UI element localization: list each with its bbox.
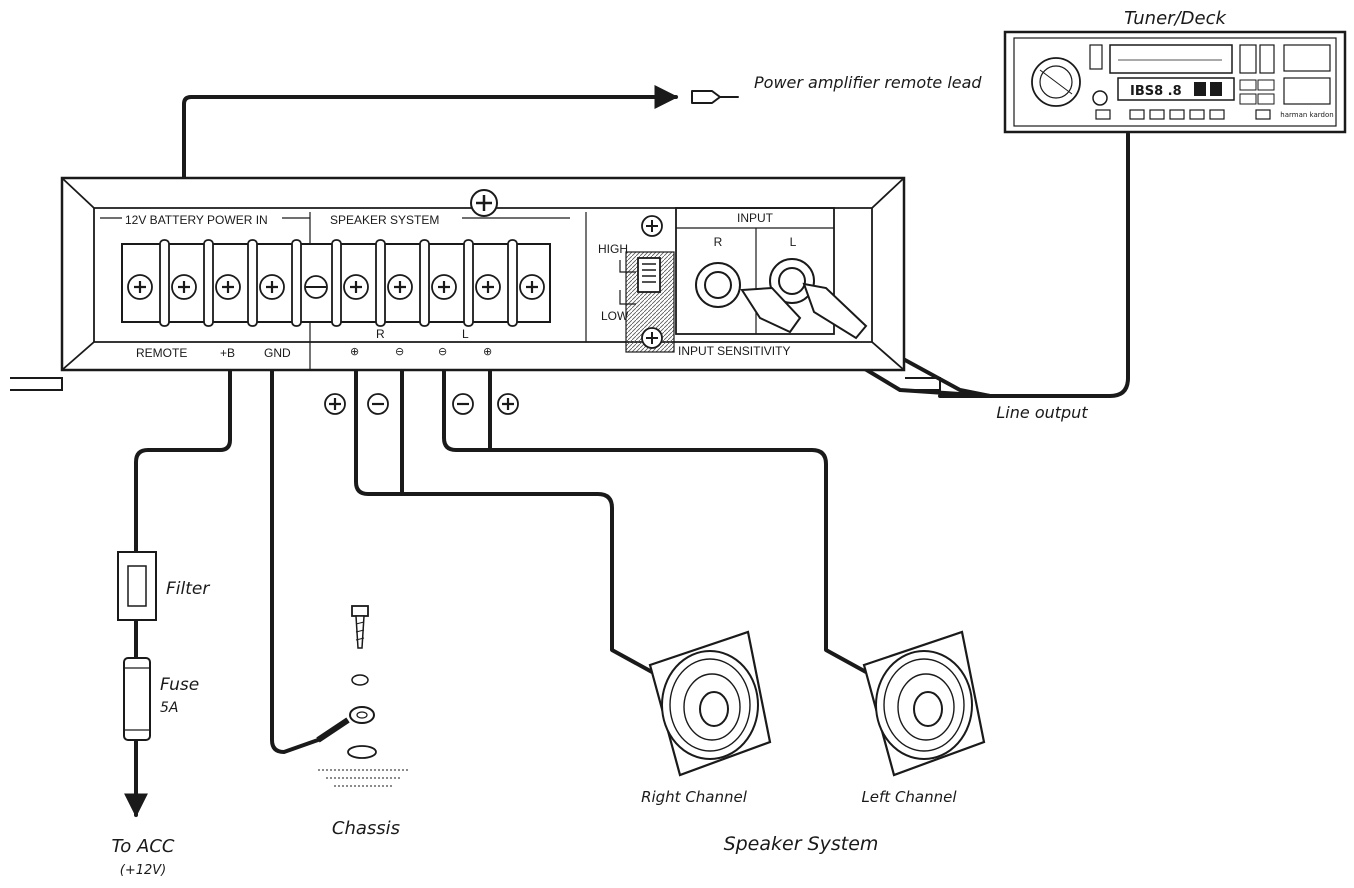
terminal-b-label: +B — [220, 346, 235, 360]
speaker-r-label: R — [376, 327, 385, 341]
left-channel-wire — [442, 298, 868, 674]
remote-lead-label: Power amplifier remote lead — [754, 73, 982, 92]
filter — [117, 551, 157, 621]
terminal-gnd-label: GND — [264, 346, 291, 360]
rca-plug-icon — [740, 282, 868, 340]
input-section-label: INPUT — [737, 211, 774, 225]
tuner-deck: Tuner/Deck IBS8 .8 — [1003, 8, 1347, 134]
fuse-rating: 5A — [160, 700, 178, 716]
right-channel-label: Right Channel — [641, 788, 748, 806]
tuner-knob-icon — [1031, 57, 1081, 107]
tuner-display-text: IBS8 .8 — [1130, 84, 1182, 99]
filter-label: Filter — [166, 579, 210, 599]
speaker-section-label: SPEAKER SYSTEM — [330, 213, 439, 227]
battery-wire — [134, 298, 232, 554]
speaker-l-label: L — [462, 327, 469, 341]
input-l-label: L — [790, 235, 797, 249]
remote-wire — [182, 85, 679, 290]
remote-connector-icon — [691, 90, 739, 104]
left-speaker-icon — [862, 630, 986, 777]
panel-minus-l: ⊖ — [438, 345, 447, 358]
power-section-label: 12V BATTERY POWER IN — [125, 213, 268, 227]
acc-voltage: (+12V) — [120, 863, 166, 878]
tuner-brand: harman kardon — [1280, 111, 1333, 119]
right-channel-wire — [354, 298, 654, 674]
tuner-title: Tuner/Deck — [1124, 8, 1227, 29]
fuse — [123, 657, 151, 741]
fuse-label: Fuse — [160, 675, 199, 695]
acc-label: To ACC — [112, 836, 175, 857]
polarity-marks — [324, 393, 519, 415]
right-speaker-icon — [648, 630, 772, 777]
input-r-label: R — [714, 235, 723, 249]
line-output-wire — [938, 132, 1130, 398]
sensitivity-switch — [619, 215, 675, 353]
rca-jack-r-icon — [695, 262, 741, 308]
rca-jack-l-icon — [769, 258, 815, 304]
panel-minus-r: ⊖ — [395, 345, 404, 358]
line-output-label: Line output — [996, 403, 1088, 422]
chassis-bolt-icon — [316, 605, 408, 787]
top-screw-icon — [470, 189, 498, 217]
left-channel-label: Left Channel — [861, 788, 957, 806]
input-sensitivity-label: INPUT SENSITIVITY — [678, 344, 790, 358]
speaker-system-label: Speaker System — [724, 833, 879, 855]
chassis-label: Chassis — [332, 818, 400, 839]
amplifier: 12V BATTERY POWER IN SPEAKER SYSTEM — [10, 176, 941, 391]
sensitivity-high-label: HIGH — [598, 242, 628, 256]
sensitivity-low-label: LOW — [601, 309, 629, 323]
panel-plus-l: ⊕ — [483, 345, 492, 358]
terminal-remote-label: REMOTE — [136, 346, 187, 360]
ground-wire — [270, 298, 320, 754]
panel-plus-r: ⊕ — [350, 345, 359, 358]
